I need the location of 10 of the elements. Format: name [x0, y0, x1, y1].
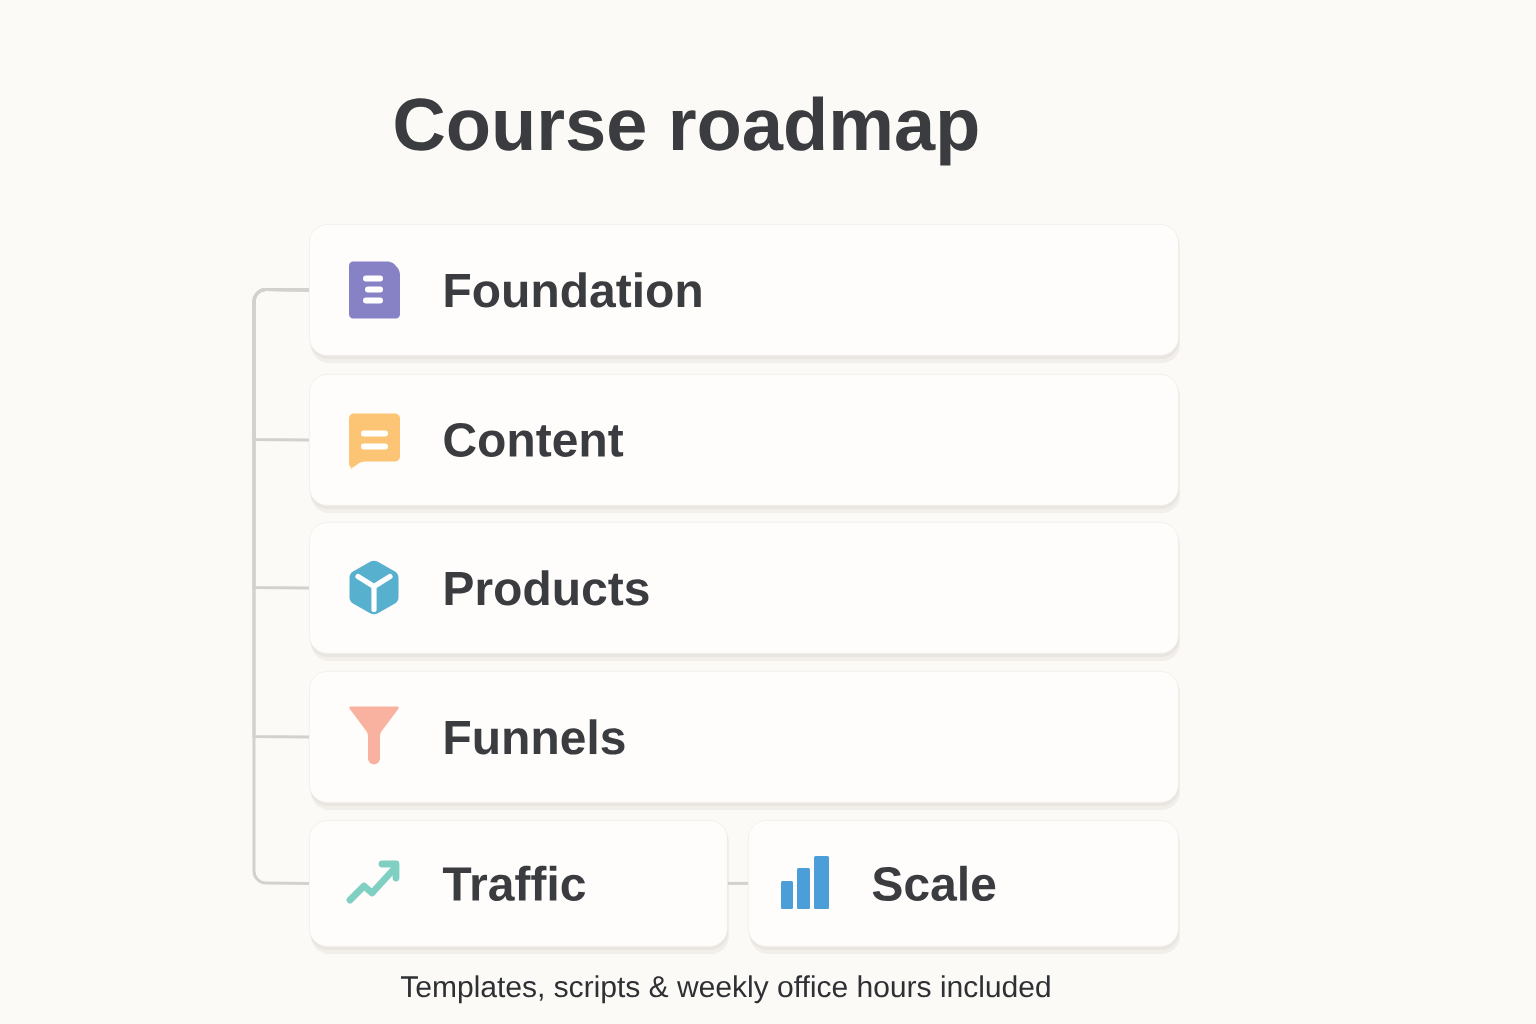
- stage-card: Content: [309, 374, 1180, 513]
- stage-card: Foundation: [309, 224, 1180, 363]
- caption: Templates, scripts & weekly office hours included: [400, 975, 1050, 1004]
- stage-card: Products: [309, 522, 1180, 661]
- title: Course roadmap: [395, 96, 978, 166]
- stage-card: Scale: [748, 820, 1180, 954]
- stage-card: Traffic: [309, 820, 729, 954]
- stage-card: Funnels: [309, 671, 1180, 810]
- connector-line: [727, 881, 748, 885]
- connector-line: [252, 288, 310, 885]
